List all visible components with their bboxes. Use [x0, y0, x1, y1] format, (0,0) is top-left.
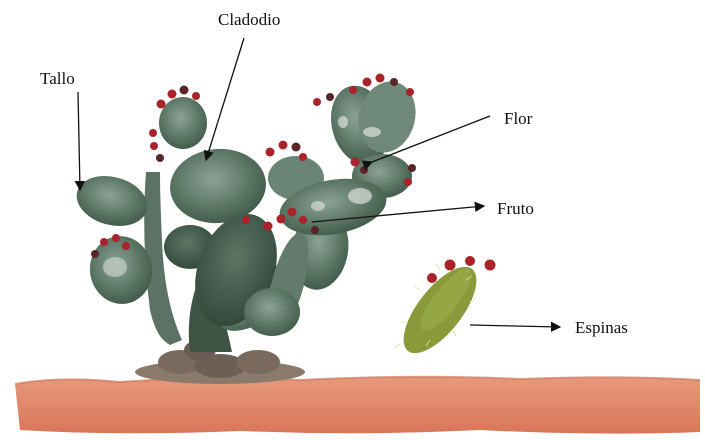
label-fruto: Fruto — [497, 199, 534, 218]
spiny-pad — [391, 255, 496, 364]
pad — [244, 288, 300, 336]
leader-tallo — [78, 92, 80, 190]
label-espinas: Espinas — [575, 318, 628, 337]
pad-cladodio — [167, 145, 269, 227]
ground — [15, 377, 700, 434]
leader-cladodio — [206, 38, 244, 160]
label-cladodio: Cladodio — [218, 10, 280, 29]
leader-espinas — [470, 325, 560, 327]
label-flor: Flor — [504, 109, 533, 128]
label-tallo: Tallo — [40, 69, 75, 88]
cactus-plant — [71, 74, 423, 353]
pad — [71, 169, 153, 234]
pad — [159, 97, 207, 149]
